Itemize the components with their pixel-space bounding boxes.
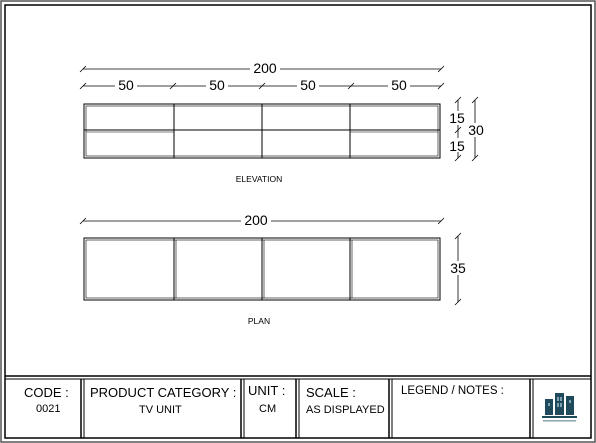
elevation-section-height-top: 15	[449, 110, 465, 126]
elevation-label: ELEVATION	[236, 174, 282, 184]
elevation-module-width-2: 50	[209, 77, 225, 93]
plan-depth: 35	[450, 260, 466, 276]
elevation-module-width-1: 50	[118, 77, 134, 93]
plan-overall-width: 200	[244, 212, 268, 228]
scale-value: AS DISPLAYED	[306, 404, 385, 416]
elevation-module-width-3: 50	[300, 77, 316, 93]
unit-label: UNIT :	[248, 383, 286, 398]
elevation-section-height-bottom: 15	[449, 138, 465, 154]
elevation-overall-width: 200	[253, 60, 277, 76]
building-logo-icon	[542, 393, 577, 422]
scale-label: SCALE :	[306, 385, 356, 400]
title-block	[5, 375, 591, 438]
inner-border	[4, 4, 592, 439]
unit-value: CM	[259, 403, 277, 415]
code-value: 0021	[36, 403, 61, 415]
plan-view	[79, 213, 468, 306]
elevation-overall-height: 30	[468, 122, 484, 138]
product-category-value: TV UNIT	[139, 404, 182, 416]
code-label: CODE :	[24, 385, 69, 400]
product-category-label: PRODUCT CATEGORY :	[90, 385, 237, 400]
legend-notes-label: LEGEND / NOTES :	[401, 385, 504, 397]
elevation-view	[79, 61, 487, 162]
elevation-module-width-4: 50	[391, 77, 407, 93]
plan-label: PLAN	[248, 316, 270, 326]
